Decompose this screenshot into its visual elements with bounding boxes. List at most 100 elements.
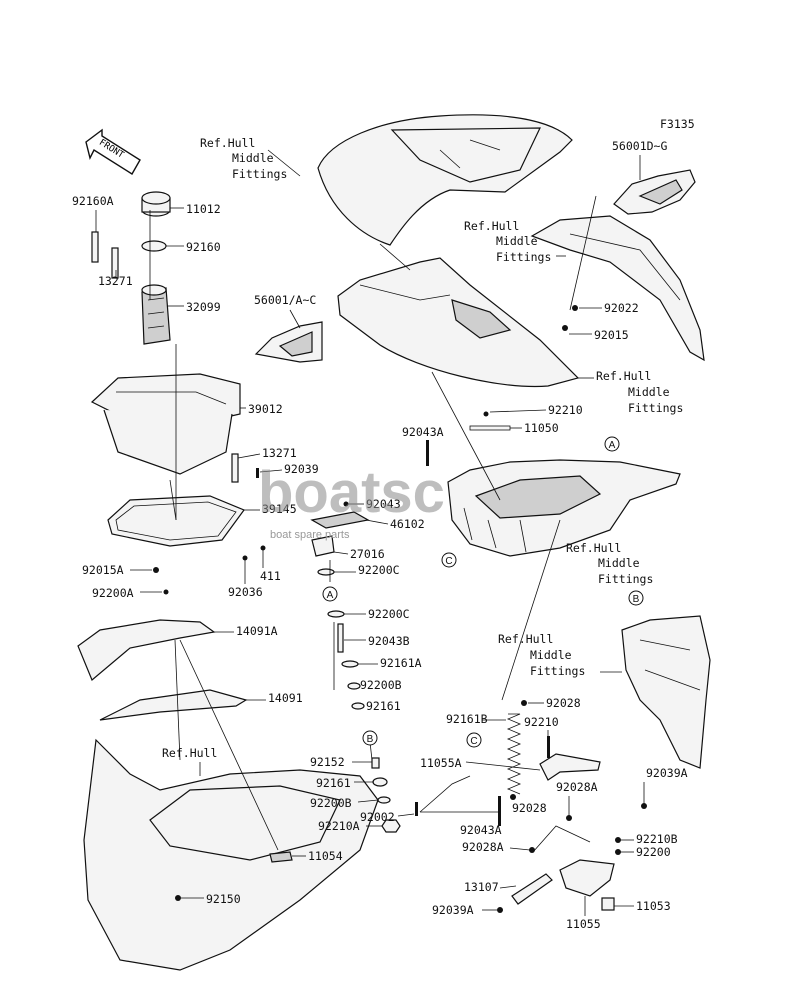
part-14091: 14091 bbox=[268, 691, 303, 705]
rod-13107 bbox=[511, 873, 553, 905]
watermark-tagline: boat spare parts bbox=[270, 529, 350, 541]
part-92200: 92200 bbox=[636, 845, 671, 859]
part-92028-2: 92028 bbox=[512, 801, 547, 815]
small-fasteners bbox=[153, 305, 647, 913]
part-92028A-1: 92028A bbox=[556, 780, 598, 794]
cover-14091A bbox=[77, 619, 216, 681]
part-56001AC: 56001/A~C bbox=[254, 293, 316, 307]
part-11053: 11053 bbox=[636, 899, 671, 913]
svg-text:Ref.Hull: Ref.Hull bbox=[566, 541, 621, 555]
ref-hull-middle-fittings-4: Ref.Hull Middle Fittings bbox=[566, 541, 653, 586]
cover-14091 bbox=[99, 689, 248, 721]
side-panel-right bbox=[530, 215, 705, 362]
svg-text:Ref.Hull: Ref.Hull bbox=[200, 136, 255, 150]
lever-11055A bbox=[539, 753, 601, 781]
part-92161-2: 92161 bbox=[316, 776, 351, 790]
part-92028A-2: 92028A bbox=[462, 840, 504, 854]
svg-text:Ref.Hull: Ref.Hull bbox=[162, 746, 217, 760]
part-92002: 92002 bbox=[360, 810, 395, 824]
part-92161A: 92161A bbox=[380, 656, 422, 670]
part-11012: 11012 bbox=[186, 202, 221, 216]
callout-b-1: B bbox=[362, 730, 378, 746]
part-92022: 92022 bbox=[604, 301, 639, 315]
part-411: 411 bbox=[260, 569, 281, 583]
svg-text:Ref.Hull: Ref.Hull bbox=[498, 632, 553, 646]
part-27016: 27016 bbox=[350, 547, 385, 561]
part-92043B: 92043B bbox=[368, 634, 410, 648]
svg-text:Fittings: Fittings bbox=[232, 167, 287, 181]
part-11055A: 11055A bbox=[420, 756, 462, 770]
gasket-39145 bbox=[107, 495, 245, 547]
watermark-brand: boatsc bbox=[258, 460, 445, 525]
pipe-32099 bbox=[141, 284, 171, 345]
hull-lower-left bbox=[83, 738, 379, 971]
bracket-13271-right bbox=[231, 453, 239, 483]
storage-bin-39012 bbox=[90, 373, 241, 475]
part-32099: 32099 bbox=[186, 300, 221, 314]
svg-text:C: C bbox=[470, 736, 477, 747]
deck-cover-upper bbox=[317, 114, 573, 246]
watermark: boatsc boat spare parts bbox=[258, 460, 445, 541]
part-13271-a: 13271 bbox=[98, 274, 133, 288]
svg-text:Middle: Middle bbox=[598, 556, 640, 570]
part-92015: 92015 bbox=[594, 328, 629, 342]
part-92043: 92043 bbox=[366, 497, 401, 511]
part-92210-2: 92210 bbox=[524, 715, 559, 729]
part-92200A: 92200A bbox=[92, 586, 134, 600]
part-46102: 46102 bbox=[390, 517, 425, 531]
part-92161B: 92161B bbox=[446, 712, 488, 726]
svg-text:Ref.Hull: Ref.Hull bbox=[464, 219, 519, 233]
part-13107: 13107 bbox=[464, 880, 499, 894]
svg-text:Middle: Middle bbox=[232, 151, 274, 165]
deck-panel-center bbox=[337, 257, 580, 388]
part-92015A: 92015A bbox=[82, 563, 124, 577]
svg-text:A: A bbox=[327, 590, 334, 601]
svg-text:Fittings: Fittings bbox=[598, 572, 653, 586]
callout-a-2: A bbox=[604, 436, 620, 452]
svg-text:B: B bbox=[633, 594, 640, 605]
part-92039A-2: 92039A bbox=[432, 903, 474, 917]
mirror-56001AC bbox=[254, 321, 323, 363]
mirror-56001DG bbox=[613, 169, 696, 215]
part-14091A: 14091A bbox=[236, 624, 278, 638]
front-arrow-icon: FRONT bbox=[85, 128, 141, 175]
ref-hull: Ref.Hull bbox=[162, 746, 217, 776]
svg-text:A: A bbox=[609, 440, 616, 451]
svg-text:Middle: Middle bbox=[496, 234, 538, 248]
part-92160A: 92160A bbox=[72, 194, 114, 208]
part-56001DG: 56001D~G bbox=[612, 139, 667, 153]
part-92160: 92160 bbox=[186, 240, 221, 254]
part-39012: 39012 bbox=[248, 402, 283, 416]
figure-code: F3135 bbox=[660, 117, 695, 131]
washer-stack-lower bbox=[371, 757, 401, 833]
plate-11053 bbox=[601, 897, 615, 911]
part-92039: 92039 bbox=[284, 462, 319, 476]
part-39145: 39145 bbox=[262, 502, 297, 516]
assembly-guide-lines bbox=[149, 149, 597, 853]
ref-hull-middle-fittings-2: Ref.Hull Middle Fittings bbox=[464, 219, 566, 264]
part-92043A: 92043A bbox=[402, 425, 444, 439]
svg-text:Middle: Middle bbox=[530, 648, 572, 662]
bracket-11055 bbox=[559, 859, 615, 897]
part-92152: 92152 bbox=[310, 755, 345, 769]
part-92200C-2: 92200C bbox=[368, 607, 410, 621]
part-11054: 11054 bbox=[308, 849, 343, 863]
part-92210A: 92210A bbox=[318, 819, 360, 833]
part-13271-b: 13271 bbox=[262, 446, 297, 460]
part-92200B-2: 92200B bbox=[310, 796, 352, 810]
svg-text:Ref.Hull: Ref.Hull bbox=[596, 369, 651, 383]
callout-a-1: A bbox=[322, 586, 338, 602]
rear-deck-assembly bbox=[447, 459, 681, 557]
svg-text:C: C bbox=[445, 556, 452, 567]
callout-c-1: C bbox=[466, 732, 482, 748]
part-11055: 11055 bbox=[566, 917, 601, 931]
part-92210-a: 92210 bbox=[548, 403, 583, 417]
callout-b-2: B bbox=[628, 590, 644, 606]
svg-text:Fittings: Fittings bbox=[530, 664, 585, 678]
part-92043A-2: 92043A bbox=[460, 823, 502, 837]
part-labels: 92160A 11012 92160 13271 32099 56001/A~C… bbox=[72, 139, 688, 931]
grip-11054 bbox=[269, 851, 293, 863]
part-92200B-1: 92200B bbox=[360, 678, 402, 692]
cap-11012 bbox=[141, 191, 171, 217]
